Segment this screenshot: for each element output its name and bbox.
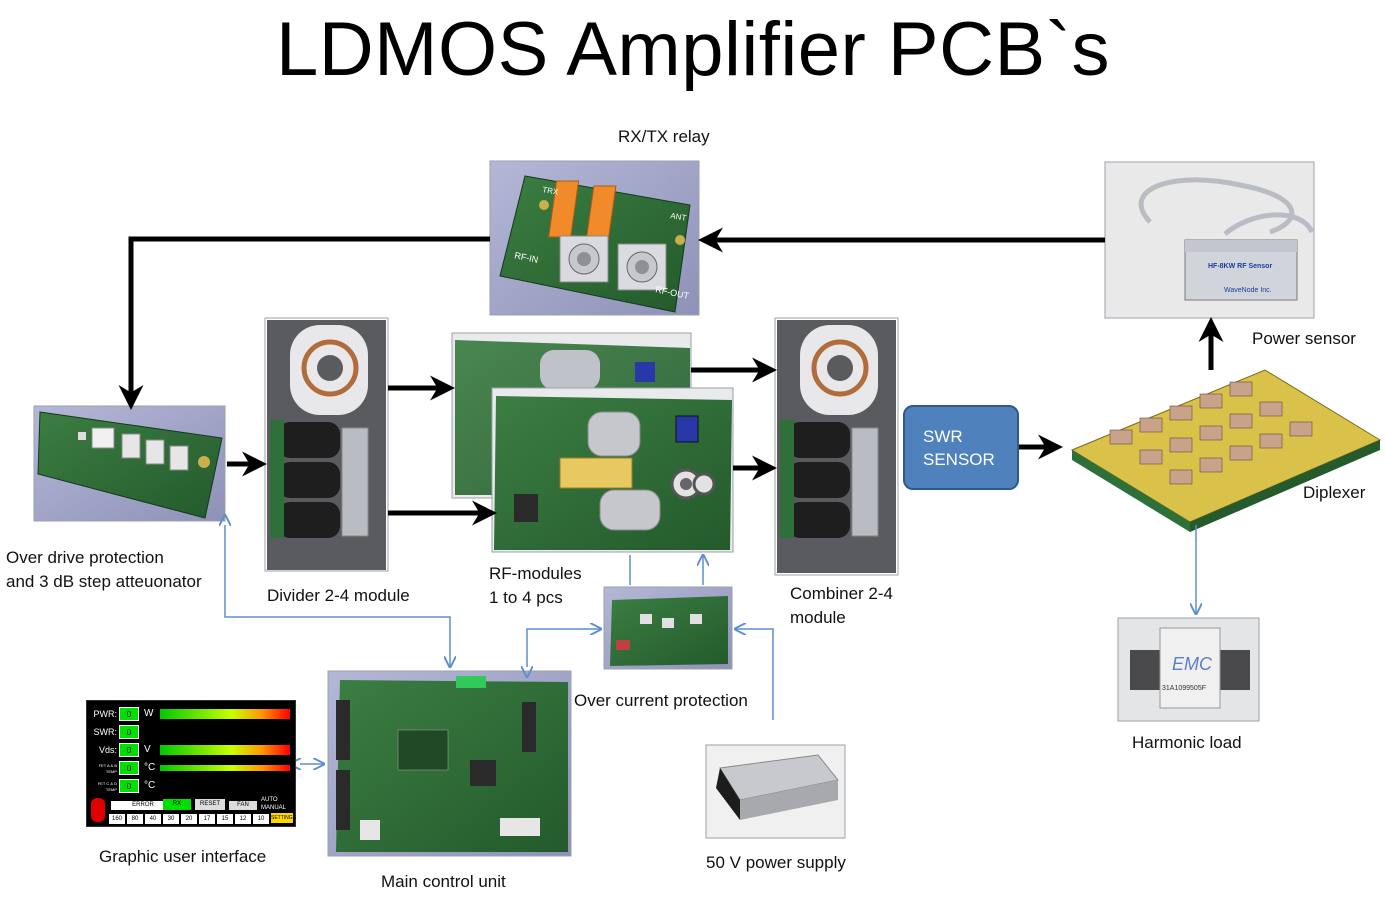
label-power-sensor: Power sensor — [1252, 329, 1356, 348]
gui-row-bar — [160, 765, 290, 771]
label-main-control: Main control unit — [381, 872, 506, 891]
gui-row-value: 0 — [119, 743, 139, 757]
power-sensor-image: HF-8KW RF Sensor WaveNode Inc. — [1104, 161, 1315, 319]
gui-row-name: Vds: — [98, 745, 117, 755]
swr-label-line2: SENSOR — [923, 450, 995, 469]
gui-row-swr: SWR: 0 — [87, 723, 295, 741]
gui-fan-indicator: FAN — [229, 801, 257, 810]
gui-row-value: 0 — [119, 761, 139, 775]
arrow-relay-to-overdrive — [118, 236, 490, 410]
gui-row-name: SWR: — [93, 727, 118, 737]
gui-band-button: 40 — [145, 814, 161, 824]
label-harmonic-load: Harmonic load — [1132, 733, 1242, 752]
gui-row-vds: Vds: 0 V — [87, 741, 295, 759]
harmonic-emc-text: EMC — [1172, 654, 1213, 674]
gui-error-field: ERROR — [111, 801, 175, 810]
relay-trx-text: TRX — [542, 185, 560, 197]
sensor-brand-text: WaveNode Inc. — [1224, 287, 1272, 294]
gui-row-name: FET A & B TEMP — [98, 763, 117, 774]
gui-row-value: 0 — [119, 707, 139, 721]
relay-rf-in-text: RF-IN — [514, 250, 540, 265]
gui-row-pwr: PWR: 0 W — [87, 705, 295, 723]
gui-rx-indicator: RX — [163, 799, 191, 810]
gui-row-name: PWR: — [93, 709, 118, 719]
gui-mode-auto: AUTO — [261, 797, 278, 803]
rxtx-relay-image: TRX ANT RF-IN RF-OUT — [489, 160, 700, 316]
label-over-drive: Over drive protection and 3 dB step atte… — [6, 546, 202, 594]
sensor-name-text: HF-8KW RF Sensor — [1208, 263, 1272, 270]
combiner-module-image — [774, 317, 899, 576]
label-rf-modules-line2: 1 to 4 pcs — [489, 588, 563, 607]
label-combiner-line2: module — [790, 608, 846, 627]
harmonic-load-image: EMC 31A1099505F — [1117, 617, 1260, 722]
gui-settings-button: SETTINGS — [271, 813, 297, 823]
gui-row-unit: °C — [144, 762, 156, 773]
label-combiner: Combiner 2-4 module — [790, 582, 893, 630]
label-over-drive-line1: Over drive protection — [6, 548, 164, 567]
divider-module-image — [264, 317, 389, 572]
gui-row-bar — [160, 745, 290, 755]
gui-row-value: 0 — [119, 725, 139, 739]
gui-band-button: 160 — [109, 814, 125, 824]
label-divider: Divider 2-4 module — [267, 586, 410, 605]
gui-band-button: 12 — [235, 814, 251, 824]
gui-row-unit: °C — [144, 780, 156, 791]
gui-red-button — [91, 798, 105, 822]
label-rxtx-relay: RX/TX relay — [618, 127, 710, 146]
gui-row-unit: V — [144, 744, 151, 755]
gui-row-unit: W — [144, 708, 154, 719]
gui-row-temp-ab: FET A & B TEMP 0 °C — [87, 759, 295, 777]
harmonic-part-text: 31A1099505F — [1162, 685, 1206, 692]
gui-mode-manual: MANUAL — [261, 805, 287, 811]
gui-row-name: FET C & D TEMP — [97, 781, 117, 792]
label-over-current: Over current protection — [574, 691, 748, 710]
gui-band-button: 10 — [253, 814, 269, 824]
main-control-unit-image — [327, 670, 572, 857]
over-drive-protection-image — [33, 405, 226, 522]
gui-band-button: 15 — [217, 814, 233, 824]
gui-reset-button: RESET — [195, 799, 225, 810]
label-diplexer: Diplexer — [1303, 483, 1366, 502]
page-title: LDMOS Amplifier PCB`s — [276, 7, 1110, 92]
label-over-drive-line2: and 3 dB step atteuonator — [6, 572, 202, 591]
diplexer-image — [1070, 369, 1382, 532]
gui-row-bar — [160, 709, 290, 719]
control-line-supply-to-overcurrent — [735, 629, 774, 720]
gui-row-temp-cd: FET C & D TEMP 0 °C — [87, 777, 295, 795]
gui-band-button: 30 — [163, 814, 179, 824]
gui-band-button: 17 — [199, 814, 215, 824]
label-rf-modules-line1: RF-modules — [489, 564, 582, 583]
gui-band-button: 20 — [181, 814, 197, 824]
gui-mode-select: AUTO MANUAL — [261, 796, 286, 812]
rf-modules-image — [451, 332, 734, 553]
relay-ant-text: ANT — [670, 211, 687, 223]
label-gui: Graphic user interface — [99, 847, 267, 866]
swr-label-line1: SWR — [923, 427, 963, 446]
over-current-protection-image — [603, 586, 733, 670]
swr-sensor-block: SWR SENSOR — [903, 405, 1019, 490]
gui-screenshot: PWR: 0 W SWR: 0 Vds: 0 V FET A & B TEMP … — [86, 700, 296, 827]
gui-row-value: 0 — [119, 779, 139, 793]
control-line-main-to-overcurrent — [527, 629, 601, 667]
label-power-supply: 50 V power supply — [706, 853, 846, 872]
control-line-overdrive-to-main — [225, 525, 450, 667]
label-rf-modules: RF-modules 1 to 4 pcs — [489, 562, 582, 610]
power-supply-image — [705, 744, 846, 839]
gui-band-button: 80 — [127, 814, 143, 824]
label-combiner-line1: Combiner 2-4 — [790, 584, 893, 603]
